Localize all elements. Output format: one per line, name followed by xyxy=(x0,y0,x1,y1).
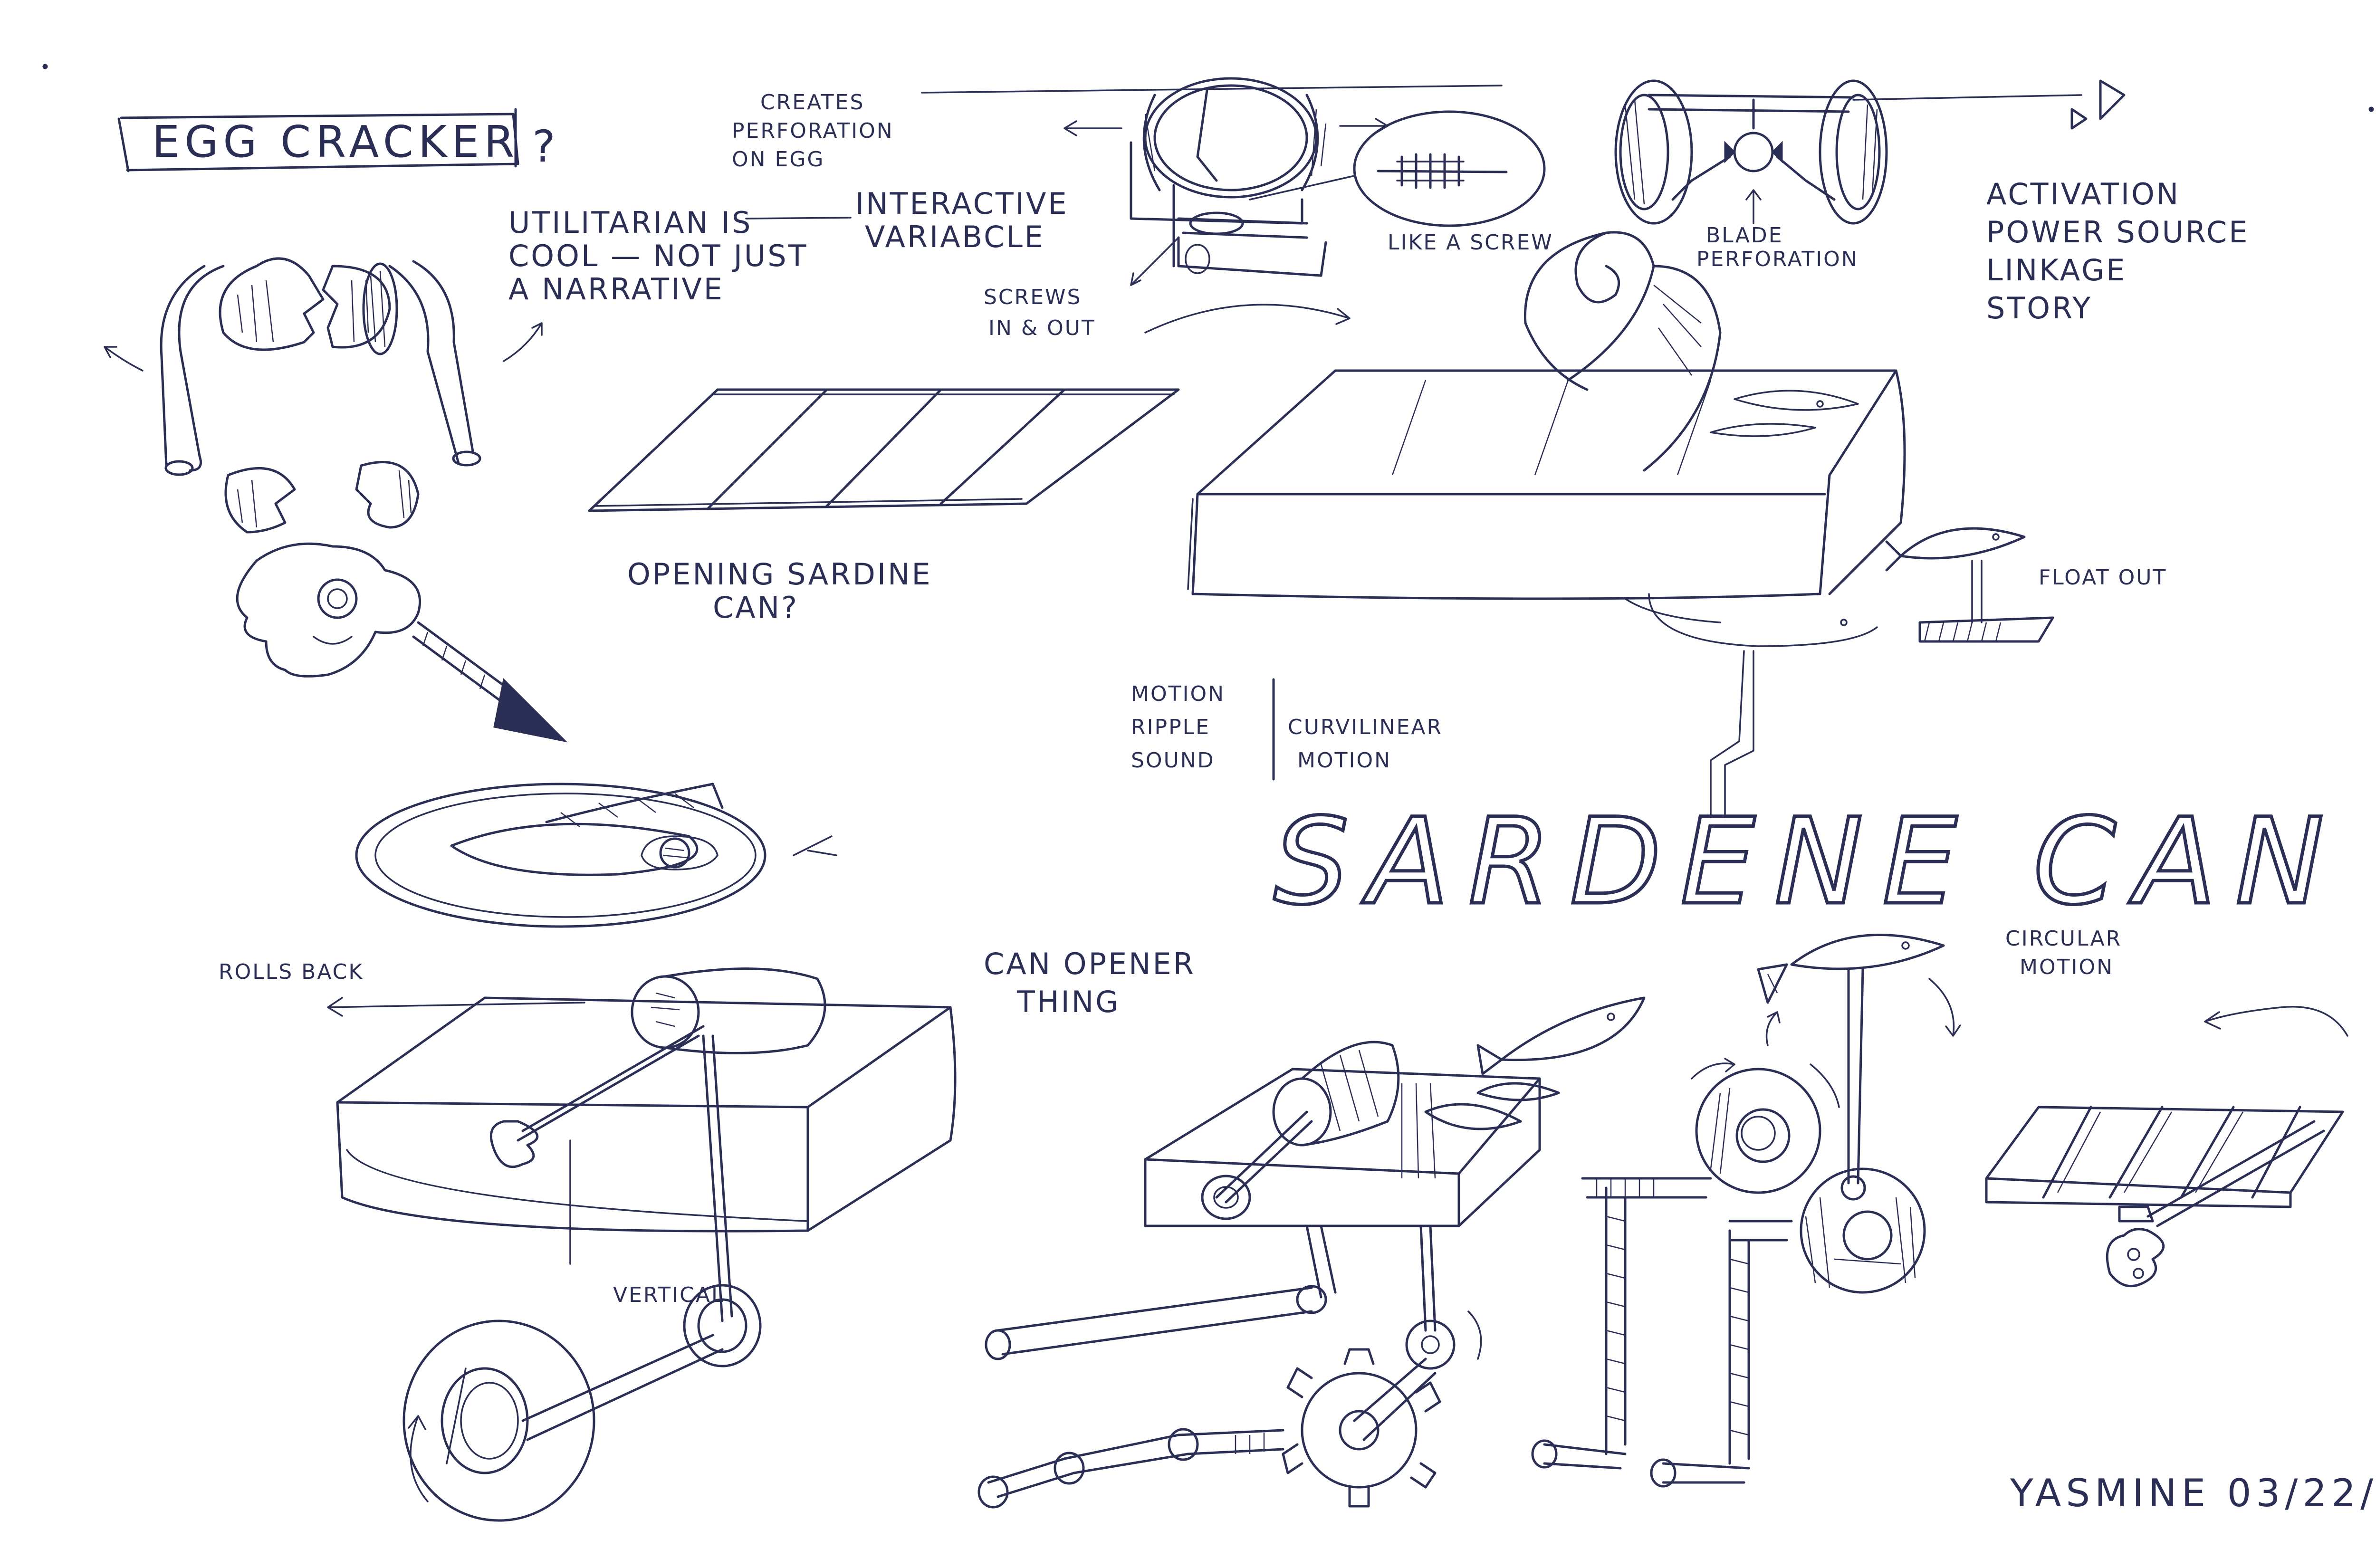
circular-line-2: MOTION xyxy=(2020,955,2114,979)
activation-line-2: POWER SOURCE xyxy=(1986,215,2249,249)
circular-line-1: CIRCULAR xyxy=(2005,927,2122,951)
float-out-label: FLOAT OUT xyxy=(2039,565,2167,590)
circular-motion-sketch: CIRCULAR MOTION xyxy=(1531,927,2348,1488)
screws-line-1: SCREWS xyxy=(984,285,1082,309)
creates-line-2: PERFORATION xyxy=(732,119,894,143)
plate-sketch xyxy=(355,783,837,928)
sardene-can-label: SARDENE CAN xyxy=(1274,793,2343,931)
blade-line-2: PERFORATION xyxy=(1696,247,1859,271)
creates-line-3: ON EGG xyxy=(732,147,825,172)
flat-lid-sketch: OPENING SARDINE CAN? xyxy=(588,388,1180,625)
roll-back-can-sketch: ROLLS BACK VERTICAL xyxy=(219,960,957,1522)
can-opener-line-1: CAN OPENER xyxy=(984,947,1196,981)
utilitarian-line-3: A NARRATIVE xyxy=(508,272,724,306)
screws-line-2: IN & OUT xyxy=(988,316,1096,340)
activation-line-4: STORY xyxy=(1986,291,2092,325)
interactive-line-1: INTERACTIVE xyxy=(855,186,1069,221)
motion-notes: MOTION RIPPLE SOUND CURVILINEAR MOTION xyxy=(1131,678,1443,781)
vertical-label: VERTICAL xyxy=(613,1283,724,1307)
sardine-can-sketch: FLOAT OUT xyxy=(1187,231,2167,818)
can-opener-line-2: THING xyxy=(1016,985,1120,1019)
ink-speck xyxy=(2368,106,2374,112)
egg-cracker-sketch xyxy=(104,257,568,743)
utilitarian-line-1: UTILITARIAN IS xyxy=(508,205,752,240)
signature: YASMINE 03/22/22 xyxy=(2010,1471,2376,1515)
motion-right-line-1: CURVILINEAR xyxy=(1288,715,1443,739)
motion-right-line-2: MOTION xyxy=(1297,748,1391,773)
title-question-mark: ? xyxy=(532,121,560,172)
rolls-back-label: ROLLS BACK xyxy=(219,960,364,984)
interactive-line-2: VARIABCLE xyxy=(865,220,1045,254)
activation-line-1: ACTIVATION xyxy=(1986,177,2180,211)
activation-line-3: LINKAGE xyxy=(1986,253,2127,287)
perforation-mechanism-sketch: CREATES PERFORATION ON EGG LIKE A SCREW … xyxy=(732,77,1553,340)
opening-line-1: OPENING SARDINE xyxy=(627,557,932,592)
creates-line-1: CREATES xyxy=(760,90,864,115)
motion-left-line-3: SOUND xyxy=(1131,748,1215,773)
motion-left-line-2: RIPPLE xyxy=(1131,715,1210,739)
title-block: EGG CRACKER ? xyxy=(117,108,560,172)
opening-line-2: CAN? xyxy=(713,590,799,625)
like-a-screw-label: LIKE A SCREW xyxy=(1388,230,1553,255)
can-opener-sketch: CAN OPENER THING xyxy=(977,947,1646,1509)
blade-line-1: BLADE xyxy=(1706,223,1783,248)
page-title: EGG CRACKER xyxy=(152,116,519,167)
ink-speck xyxy=(42,64,48,69)
motion-left-line-1: MOTION xyxy=(1131,682,1225,706)
utilitarian-line-2: COOL — NOT JUST xyxy=(508,239,808,273)
utilitarian-note: UTILITARIAN IS COOL — NOT JUST A NARRATI… xyxy=(508,186,1069,306)
blade-perforation-sketch: BLADE PERFORATION ACTIVATION POWER SOURC… xyxy=(1614,79,2249,325)
